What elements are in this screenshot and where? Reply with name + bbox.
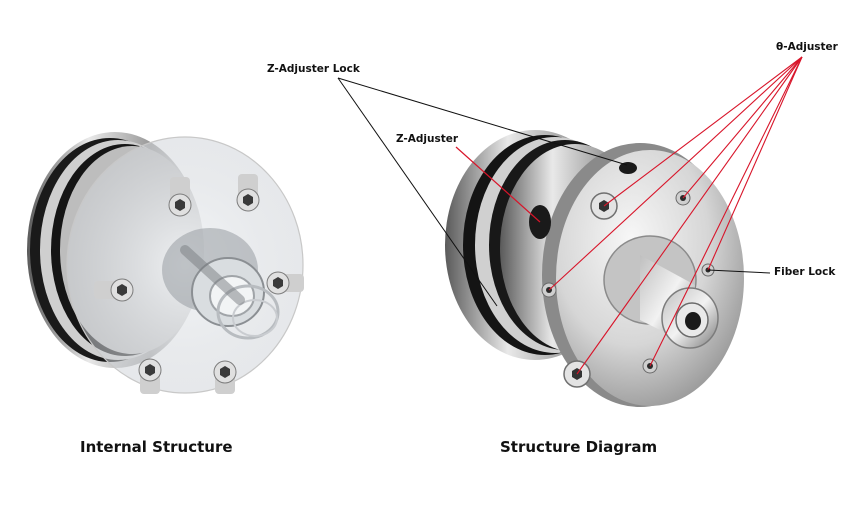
leader-z-lock-2 xyxy=(337,77,498,307)
leader-theta-4 xyxy=(576,56,803,375)
leader-theta-3 xyxy=(548,56,803,291)
label-z-adjuster-lock: Z-Adjuster Lock xyxy=(267,63,360,75)
leader-theta-5 xyxy=(649,56,803,367)
structure-diagram-illustration xyxy=(445,130,744,407)
inner-core xyxy=(162,228,280,340)
label-theta-adjuster: θ-Adjuster xyxy=(776,41,838,53)
internal-structure-illustration xyxy=(27,132,304,394)
caption-structure-diagram: Structure Diagram xyxy=(500,438,658,456)
leader-lines xyxy=(337,56,803,375)
housing-body xyxy=(445,130,744,407)
fiber-connector xyxy=(603,235,719,349)
screw-set-left xyxy=(94,174,304,394)
leader-theta-1 xyxy=(603,56,803,207)
leader-fiber-lock xyxy=(707,269,771,274)
leader-theta-6 xyxy=(707,56,803,271)
leader-z-adjuster xyxy=(455,146,541,223)
caption-internal-structure: Internal Structure xyxy=(80,438,233,456)
leader-theta-2 xyxy=(682,56,803,199)
label-fiber-lock: Fiber Lock xyxy=(774,266,836,278)
label-z-adjuster: Z-Adjuster xyxy=(396,133,459,145)
leader-z-lock-1 xyxy=(337,77,628,166)
z-adjuster-lock-hole xyxy=(619,162,637,174)
